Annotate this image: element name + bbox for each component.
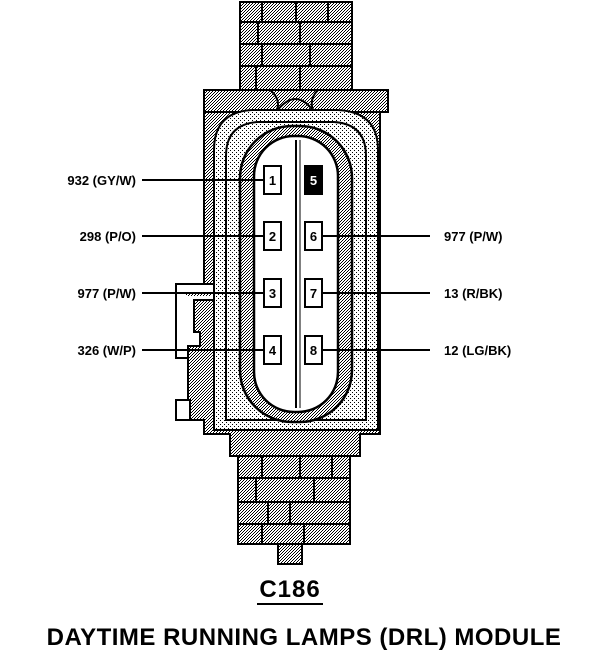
pin-2-wire-label: 298 (P/O) — [80, 229, 136, 244]
module-title: DAYTIME RUNNING LAMPS (DRL) MODULE — [46, 624, 562, 651]
pin-7-number: 7 — [310, 286, 317, 301]
top-harness — [239, 1, 353, 91]
inner-shell — [213, 109, 379, 431]
pin-8-wire-label: 12 (LG/BK) — [444, 343, 511, 358]
pin-3-number: 3 — [269, 286, 276, 301]
connector-id-text: C186 — [257, 576, 323, 605]
pin-5-cavity — [304, 165, 323, 195]
connector-id: C186 — [0, 576, 580, 605]
pin-8-number: 8 — [310, 343, 317, 358]
pin-5-number: 5 — [310, 173, 317, 188]
pin-3-wire-label: 977 (P/W) — [77, 286, 136, 301]
pin-4-wire-label: 326 (W/P) — [77, 343, 136, 358]
pin-4-number: 4 — [269, 343, 277, 358]
pin-1-number: 1 — [269, 173, 276, 188]
pin-1-wire-label: 932 (GY/W) — [67, 173, 136, 188]
pin-6-wire-label: 977 (P/W) — [444, 229, 503, 244]
wire-leads: 932 (GY/W) 298 (P/O) 977 (P/W) 326 (W/P) 977… — [67, 173, 511, 358]
pin-7-wire-label: 13 (R/BK) — [444, 286, 503, 301]
bottom-harness — [237, 455, 351, 565]
pin-6-number: 6 — [310, 229, 317, 244]
pin-2-number: 2 — [269, 229, 276, 244]
pin-cavities: 1 2 3 4 5 6 7 8 — [263, 165, 323, 365]
